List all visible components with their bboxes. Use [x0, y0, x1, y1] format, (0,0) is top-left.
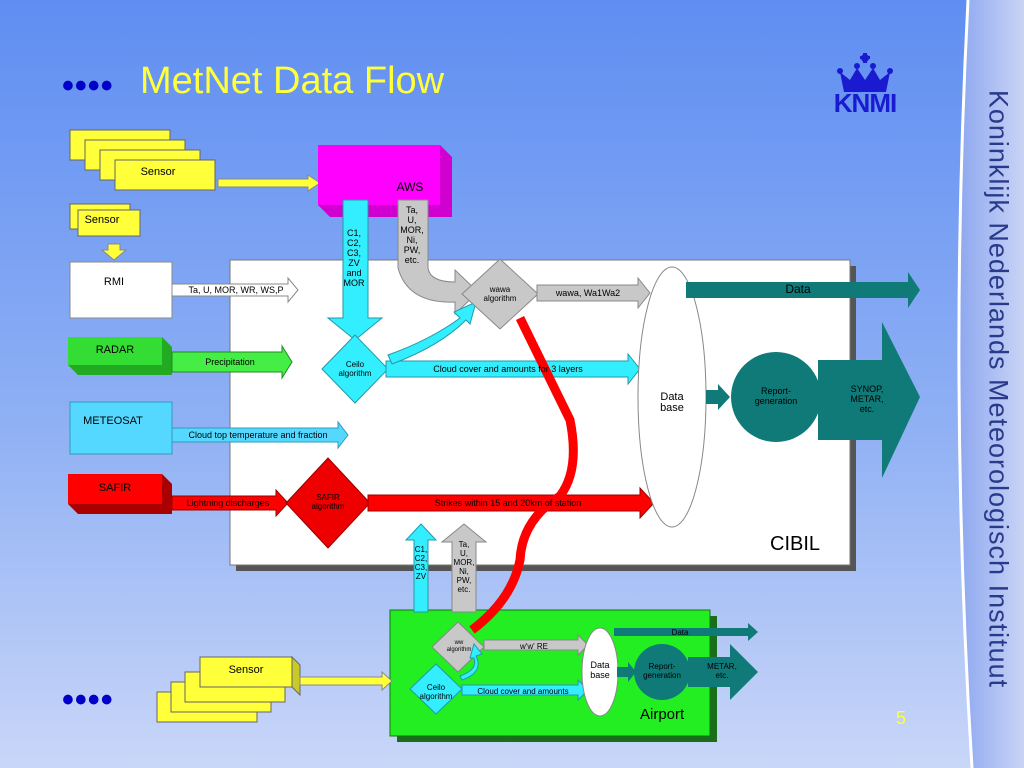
airport-up-cloud-label: C1, C2, C3, ZV	[414, 545, 428, 581]
strikes-arrow-label: Strikes within 15 and 20km of station	[434, 498, 582, 508]
wawa-algorithm-diamond	[461, 258, 539, 330]
radar-label: RADAR	[95, 344, 135, 356]
bottom-sensor-arrow	[299, 670, 393, 692]
airport-cloud-up-arrow	[404, 523, 438, 613]
report-generation-circle	[731, 352, 821, 442]
meteosat-label: METEOSAT	[83, 415, 143, 427]
aws-outputs-label: Ta, U, MOR, Ni, PW, etc.	[400, 205, 424, 265]
database-to-report-arrow	[706, 384, 730, 410]
sensor-top-label: Sensor	[140, 166, 176, 178]
sensor-stack-top	[69, 129, 216, 191]
sensor-small-label: Sensor	[84, 214, 120, 226]
data-output-arrow	[686, 272, 920, 308]
meteosat-box	[69, 401, 173, 455]
radar-arrow	[171, 344, 293, 380]
page-number: 5	[896, 708, 907, 728]
cloud-cover-arrow	[385, 352, 641, 386]
airport-db-to-report-arrow	[617, 662, 636, 682]
airport-cloud-arrow	[461, 678, 589, 702]
rmi-arrow-label: Ta, U, MOR, WR, WS,P	[188, 285, 284, 295]
airport-params-up-arrow	[440, 523, 488, 613]
airport-ww-algorithm-label: ww algorithm	[446, 640, 472, 653]
logo-text: KNMI	[833, 88, 897, 118]
safir-algorithm-label: SAFIR algorithm	[311, 493, 345, 511]
airport-data-out-label: Data	[671, 628, 689, 637]
rmi-arrow	[171, 276, 299, 304]
aws-label: AWS	[396, 180, 424, 194]
meteosat-arrow	[171, 420, 349, 450]
ww-arrow	[483, 633, 589, 657]
cloud-cover-arrow-label: Cloud cover and amounts for 3 layers	[433, 364, 583, 374]
wawa-arrow	[536, 276, 651, 310]
wawa-algorithm-label: wawa algorithm	[483, 285, 517, 303]
ww-algorithm-diamond	[431, 621, 485, 673]
sensor-to-aws-arrow	[217, 174, 321, 192]
airport-label: Airport	[640, 706, 685, 723]
ceilo-algorithm-diamond	[321, 334, 389, 404]
safir-box	[68, 474, 172, 514]
safir-arrow	[171, 488, 289, 518]
meteosat-arrow-label: Cloud top temperature and fraction	[188, 430, 328, 440]
bottom-bullets: ••••	[62, 681, 114, 719]
airport-cloud-arrow-label: Cloud cover and amounts	[477, 687, 569, 696]
airport-ceilo-label: Ceilo algorithm	[419, 683, 453, 701]
report-generation-label: Report- generation	[754, 386, 798, 406]
synop-output-arrow	[818, 322, 920, 478]
airport-data-arrow	[614, 623, 758, 641]
safir-arrow-label: Lightning discharges	[186, 498, 270, 508]
airport-ww-to-wawa-link	[469, 316, 578, 634]
strikes-arrow	[367, 486, 655, 520]
radar-box	[68, 337, 172, 375]
synop-out-label: SYNOP, METAR, etc.	[850, 384, 884, 414]
aws-cloud-params-label: C1, C2, C3, ZV and MOR	[343, 228, 365, 288]
sensor-bottom-label: Sensor	[228, 664, 264, 676]
rmi-label: RMI	[103, 276, 125, 288]
knmi-logo: KNMI	[820, 50, 910, 120]
wawa-arrow-label: wawa, Wa1Wa2	[555, 288, 621, 298]
cibil-label: CIBIL	[770, 533, 821, 555]
airport-ceilo-diamond	[409, 663, 463, 715]
airport-metar-arrow	[688, 644, 758, 700]
aws-to-ceilo-arrow	[326, 199, 384, 341]
safir-label: SAFIR	[98, 482, 132, 494]
airport-report-circle	[634, 644, 690, 700]
radar-arrow-label: Precipitation	[205, 357, 255, 367]
rmi-box	[69, 261, 173, 319]
sensor-stack-bottom	[156, 655, 301, 723]
airport-ww-arrow-label: w'w' RE	[520, 642, 548, 651]
ceilo-to-wawa-arrow	[387, 301, 477, 365]
database-label: Data base	[660, 391, 684, 414]
data-out-label: Data	[785, 282, 811, 296]
airport-up-params-label: Ta, U, MOR, Ni, PW, etc.	[453, 540, 475, 594]
sensor-to-rmi-arrow	[100, 243, 128, 261]
airport-ceilo-to-ww-arrow	[459, 642, 483, 681]
crown-icon	[837, 53, 893, 92]
airport-database-label: Data base	[590, 660, 610, 680]
aws-box	[318, 145, 452, 217]
safir-algorithm-diamond	[285, 457, 371, 549]
slide-title: MetNet Data Flow	[140, 60, 445, 102]
airport-report-generation-label: Report- generation	[643, 662, 681, 680]
sensor-stack-small	[69, 203, 141, 237]
ceilo-algorithm-label: Ceilo algorithm	[338, 360, 372, 378]
airport-metar-out-label: METAR, etc.	[707, 662, 737, 680]
